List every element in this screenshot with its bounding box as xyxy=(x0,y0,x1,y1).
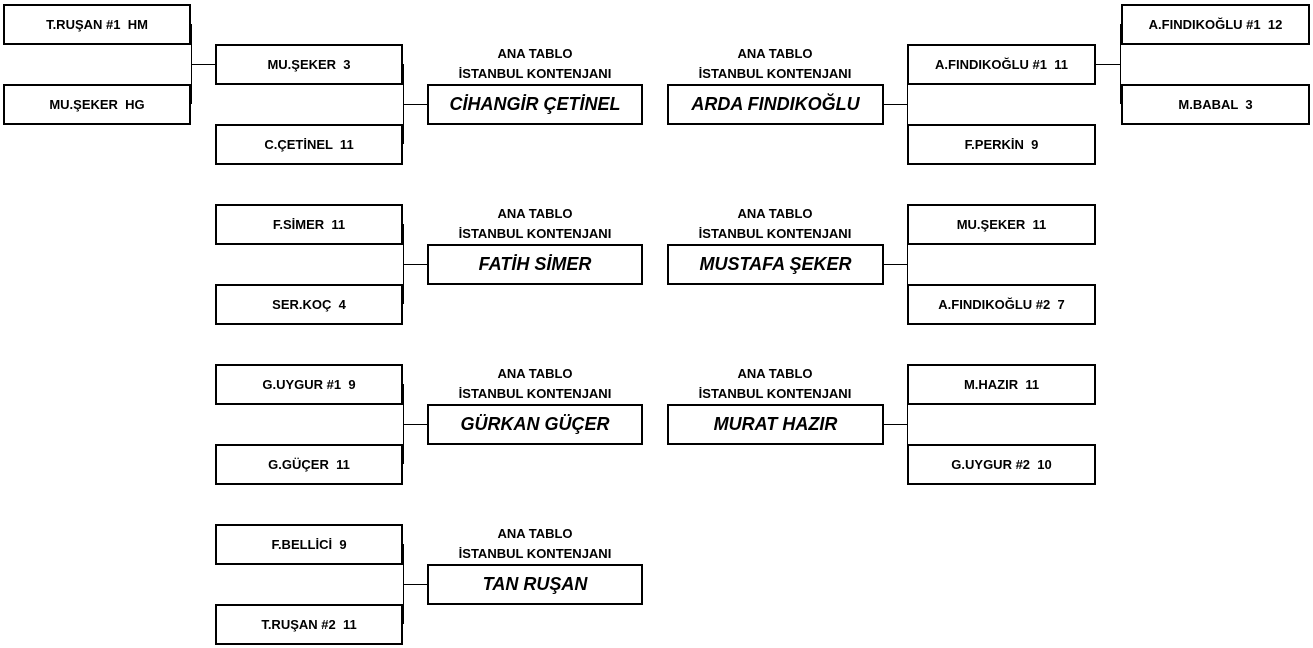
left-bracket-1-top-box: MU.ŞEKER 3 xyxy=(215,44,403,85)
right-bracket-3-header: ANA TABLO İSTANBUL KONTENJANI xyxy=(667,364,883,404)
left-bracket-1-header-line2: İSTANBUL KONTENJANI xyxy=(458,66,612,81)
left-bracket-4-header-line1: ANA TABLO xyxy=(497,526,573,541)
right-bracket-2-header-line2: İSTANBUL KONTENJANI xyxy=(698,226,852,241)
right-bracket-1-bottom-box: F.PERKİN 9 xyxy=(907,124,1096,165)
right-bracket-1-header: ANA TABLO İSTANBUL KONTENJANI xyxy=(667,44,883,84)
left-outer-top-box: T.RUŞAN #1 HM xyxy=(3,4,191,45)
right-bracket-1-connector-vertical xyxy=(907,64,908,144)
right-bracket-3-top-box: M.HAZIR 11 xyxy=(907,364,1096,405)
right-outer-connector-horizontal xyxy=(1096,64,1121,65)
right-bracket-1-winner-box: ARDA FINDIKOĞLU xyxy=(667,84,884,125)
left-bracket-4-header-line2: İSTANBUL KONTENJANI xyxy=(458,546,612,561)
left-bracket-3-connector-horizontal xyxy=(403,424,427,425)
right-bracket-3-winner-box: MURAT HAZIR xyxy=(667,404,884,445)
left-bracket-2-top-box: F.SİMER 11 xyxy=(215,204,403,245)
left-bracket-4-top-box: F.BELLİCİ 9 xyxy=(215,524,403,565)
left-outer-connector-horizontal xyxy=(191,64,215,65)
right-bracket-3-connector-vertical xyxy=(907,384,908,464)
left-bracket-2-connector-horizontal xyxy=(403,264,427,265)
right-bracket-1-top-box: A.FINDIKOĞLU #1 11 xyxy=(907,44,1096,85)
left-bracket-4-connector-horizontal xyxy=(403,584,427,585)
left-bracket-3-header-line1: ANA TABLO xyxy=(497,366,573,381)
left-bracket-1-bottom-box: C.ÇETİNEL 11 xyxy=(215,124,403,165)
left-bracket-2-bottom-box: SER.KOÇ 4 xyxy=(215,284,403,325)
right-outer-bottom-box: M.BABAL 3 xyxy=(1121,84,1310,125)
right-bracket-1-header-line1: ANA TABLO xyxy=(737,46,813,61)
left-bracket-4-header: ANA TABLO İSTANBUL KONTENJANI xyxy=(427,524,643,564)
left-bracket-4-bottom-box: T.RUŞAN #2 11 xyxy=(215,604,403,645)
right-bracket-2-header: ANA TABLO İSTANBUL KONTENJANI xyxy=(667,204,883,244)
right-bracket-3-header-line2: İSTANBUL KONTENJANI xyxy=(698,386,852,401)
left-bracket-1-winner-box: CİHANGİR ÇETİNEL xyxy=(427,84,643,125)
right-bracket-2-winner-box: MUSTAFA ŞEKER xyxy=(667,244,884,285)
right-bracket-3-header-line1: ANA TABLO xyxy=(737,366,813,381)
right-bracket-3-bottom-box: G.UYGUR #2 10 xyxy=(907,444,1096,485)
left-bracket-3-header-line2: İSTANBUL KONTENJANI xyxy=(458,386,612,401)
left-bracket-3-top-box: G.UYGUR #1 9 xyxy=(215,364,403,405)
right-bracket-2-bottom-box: A.FINDIKOĞLU #2 7 xyxy=(907,284,1096,325)
left-bracket-1-header-line1: ANA TABLO xyxy=(497,46,573,61)
left-bracket-1-connector-horizontal xyxy=(403,104,427,105)
left-bracket-2-header: ANA TABLO İSTANBUL KONTENJANI xyxy=(427,204,643,244)
left-bracket-3-header: ANA TABLO İSTANBUL KONTENJANI xyxy=(427,364,643,404)
left-bracket-1-header: ANA TABLO İSTANBUL KONTENJANI xyxy=(427,44,643,84)
left-bracket-2-header-line1: ANA TABLO xyxy=(497,206,573,221)
left-bracket-2-winner-box: FATİH SİMER xyxy=(427,244,643,285)
right-outer-top-box: A.FINDIKOĞLU #1 12 xyxy=(1121,4,1310,45)
left-bracket-3-bottom-box: G.GÜÇER 11 xyxy=(215,444,403,485)
right-bracket-2-top-box: MU.ŞEKER 11 xyxy=(907,204,1096,245)
right-bracket-2-connector-vertical xyxy=(907,224,908,304)
right-bracket-2-header-line1: ANA TABLO xyxy=(737,206,813,221)
left-bracket-2-header-line2: İSTANBUL KONTENJANI xyxy=(458,226,612,241)
right-bracket-1-connector-horizontal xyxy=(883,104,907,105)
left-bracket-4-winner-box: TAN RUŞAN xyxy=(427,564,643,605)
left-bracket-3-winner-box: GÜRKAN GÜÇER xyxy=(427,404,643,445)
left-outer-bottom-box: MU.ŞEKER HG xyxy=(3,84,191,125)
right-bracket-1-header-line2: İSTANBUL KONTENJANI xyxy=(698,66,852,81)
right-bracket-3-connector-horizontal xyxy=(883,424,907,425)
right-bracket-2-connector-horizontal xyxy=(883,264,907,265)
